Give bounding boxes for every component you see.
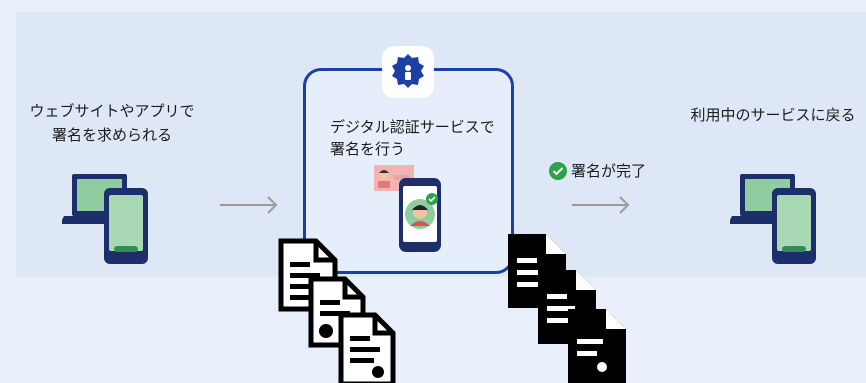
arrow-right-icon — [572, 196, 630, 214]
laptop-phone-icon — [730, 174, 816, 264]
badge-container — [382, 46, 434, 98]
laptop-phone-icon — [62, 174, 148, 264]
step1-label-line1: ウェブサイトやアプリで — [29, 102, 195, 120]
shield-lock-icon — [392, 54, 424, 88]
signature-complete-label: 署名が完了 — [571, 162, 647, 180]
arrow-right-icon — [220, 196, 278, 214]
step2-label-line1: デジタル認証サービスで — [330, 118, 495, 136]
step1-label-line2: 署名を求められる — [51, 126, 172, 144]
step2-label-line2: 署名を行う — [330, 140, 406, 158]
document-icon — [568, 309, 626, 383]
check-circle-icon — [549, 162, 567, 180]
document-icon — [338, 312, 396, 383]
step3-label: 利用中のサービスに戻る — [690, 106, 856, 124]
phone-face-verified-icon — [399, 178, 441, 252]
